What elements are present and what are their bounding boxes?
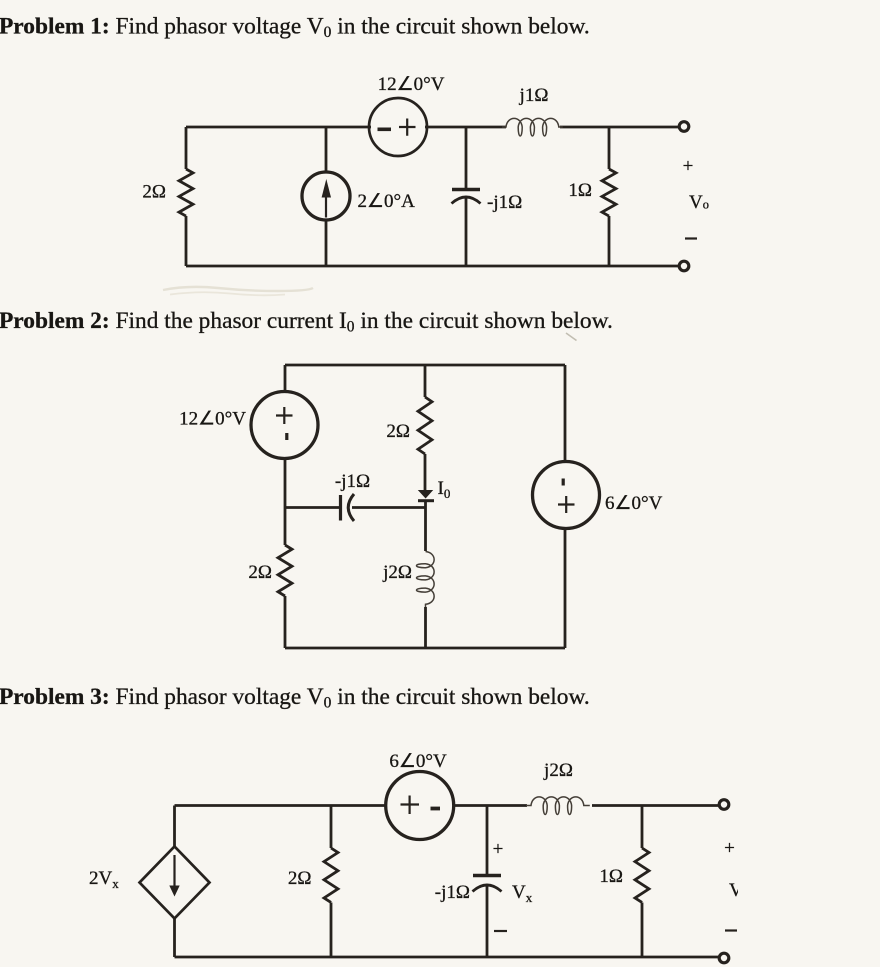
svg-text:2Ω: 2Ω: [248, 562, 272, 583]
svg-text:2Vx: 2Vx: [89, 868, 119, 891]
svg-text:6∠0°V: 6∠0°V: [389, 751, 447, 772]
svg-text:2Ω: 2Ω: [288, 868, 312, 889]
svg-text:2∠0°A: 2∠0°A: [358, 191, 416, 212]
svg-text:j2Ω: j2Ω: [543, 760, 573, 781]
svg-text:j1Ω: j1Ω: [519, 85, 549, 106]
svg-text:+: +: [724, 838, 735, 859]
svg-text:-j1Ω: -j1Ω: [335, 471, 370, 492]
svg-text:1Ω: 1Ω: [568, 180, 592, 201]
svg-text:j2Ω: j2Ω: [382, 562, 412, 583]
svg-text:Problem 3: Find phasor voltage: Problem 3: Find phasor voltage V0 in the…: [0, 684, 590, 712]
svg-text:+: +: [493, 839, 504, 860]
svg-text:-j1Ω: -j1Ω: [487, 192, 522, 213]
svg-text:6∠0°V: 6∠0°V: [605, 493, 663, 514]
svg-text:12∠0°V: 12∠0°V: [179, 409, 246, 430]
svg-text:2Ω: 2Ω: [386, 421, 410, 442]
svg-text:12∠0°V: 12∠0°V: [378, 74, 445, 95]
svg-text:Problem 1: Find phasor voltage: Problem 1: Find phasor voltage V0 in the…: [0, 13, 590, 41]
svg-text:Vo: Vo: [689, 192, 709, 213]
svg-text:1Ω: 1Ω: [599, 866, 623, 887]
svg-text:2Ω: 2Ω: [142, 182, 166, 203]
svg-text:Problem 2: Find the phasor cur: Problem 2: Find the phasor current I0 in…: [0, 308, 613, 336]
svg-text:I0: I0: [438, 478, 451, 501]
svg-text:+: +: [683, 156, 694, 177]
svg-text:-j1Ω: -j1Ω: [435, 882, 470, 903]
svg-text:Vx: Vx: [512, 882, 533, 905]
